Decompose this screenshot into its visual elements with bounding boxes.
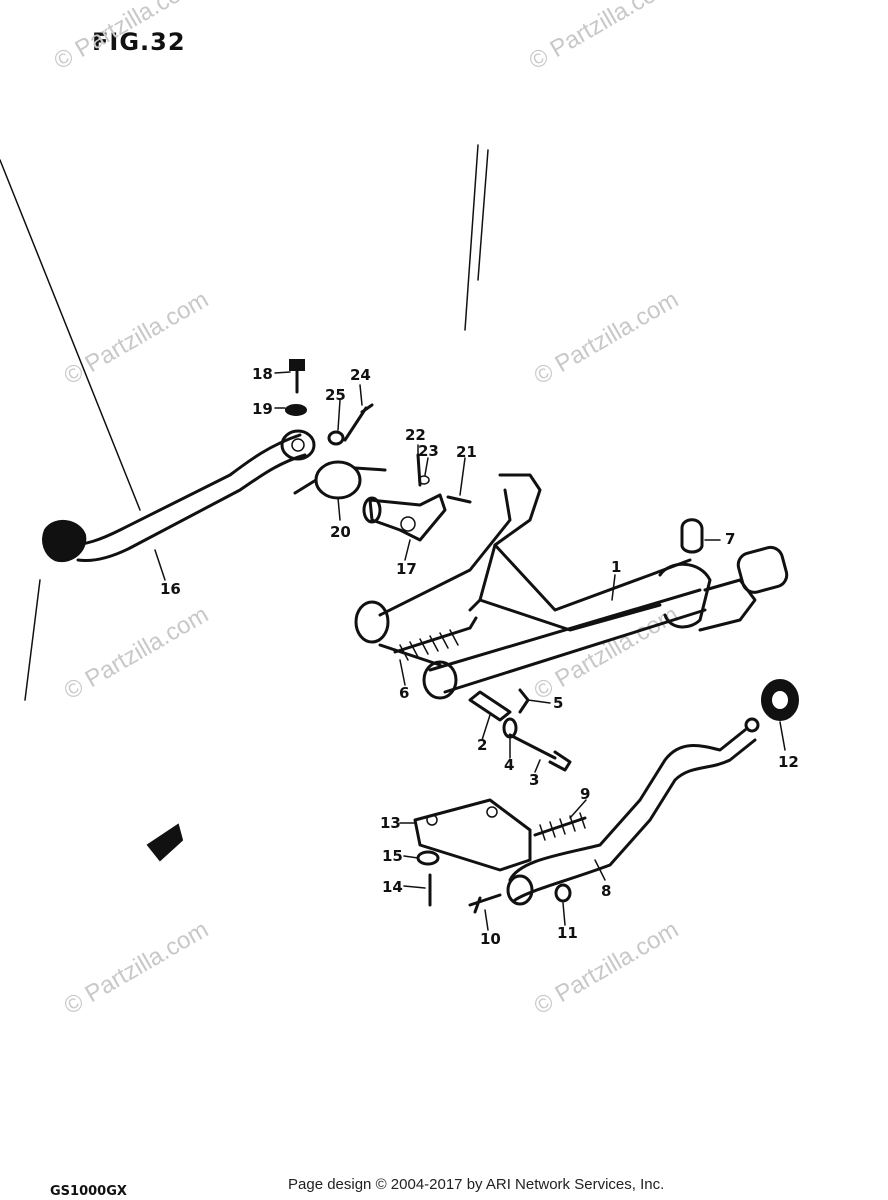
leader-lines — [154, 371, 786, 931]
bolt-3 — [508, 733, 572, 772]
watermark-group: © Partzilla.com © Partzilla.com © Partzi… — [50, 0, 684, 1020]
model-code: GS1000GX — [50, 1184, 127, 1199]
washer-15 — [416, 850, 440, 866]
callout-15: 15 — [382, 847, 403, 865]
callout-22: 22 — [405, 426, 426, 444]
side-stand-8 — [506, 717, 760, 906]
pin-21 — [446, 495, 472, 504]
nut-11 — [554, 883, 572, 903]
callout-17: 17 — [396, 560, 417, 578]
callout-24: 24 — [350, 366, 371, 384]
callout-6: 6 — [399, 684, 409, 702]
figure-title: FIG.32 — [92, 28, 186, 56]
watermark: © Partzilla.com — [530, 286, 684, 390]
scan-artifacts — [0, 144, 489, 701]
stand-spring-6 — [393, 616, 478, 661]
watermark: © Partzilla.com — [60, 601, 214, 705]
rubber-stop-7 — [680, 518, 704, 554]
callout-3: 3 — [529, 771, 539, 789]
copyright-notice: Page design © 2004-2017 by ARI Network S… — [288, 1176, 665, 1193]
forward-arrow-icon — [146, 823, 184, 862]
callout-16: 16 — [160, 580, 181, 598]
bolt-24 — [343, 403, 374, 442]
side-stand-spring-9 — [533, 812, 587, 841]
watermark: © Partzilla.com — [50, 0, 204, 75]
pedal-shaft-17 — [362, 493, 447, 542]
callout-11: 11 — [557, 924, 578, 942]
callout-10: 10 — [480, 930, 501, 948]
callout-19: 19 — [252, 400, 273, 418]
watermark: © Partzilla.com — [530, 916, 684, 1020]
plate-hole — [426, 814, 438, 826]
collar-2 — [468, 690, 512, 722]
callout-2: 2 — [477, 736, 487, 754]
watermark: © Partzilla.com — [525, 0, 679, 75]
callout-12: 12 — [778, 753, 799, 771]
callout-23: 23 — [418, 442, 439, 460]
callout-9: 9 — [580, 785, 590, 803]
callout-8: 8 — [601, 882, 611, 900]
washer-23 — [418, 475, 430, 485]
callout-7: 7 — [725, 530, 735, 548]
callout-21: 21 — [456, 443, 477, 461]
callout-4: 4 — [504, 756, 514, 774]
callout-1: 1 — [611, 558, 621, 576]
nut-25 — [327, 430, 345, 446]
callout-20: 20 — [330, 523, 351, 541]
bolt-18 — [289, 359, 305, 394]
brake-pedal-arm — [42, 429, 316, 563]
center-stand-frame-1 — [354, 473, 789, 700]
callout-labels: 18 19 24 25 22 23 21 20 17 16 1 7 6 5 2 … — [160, 365, 799, 948]
bracket-plate-13 — [413, 798, 532, 872]
watermark: © Partzilla.com — [60, 286, 214, 390]
watermark: © Partzilla.com — [60, 916, 214, 1020]
callout-5: 5 — [553, 694, 563, 712]
callout-14: 14 — [382, 878, 403, 896]
callout-13: 13 — [380, 814, 401, 832]
plate-hole — [486, 806, 498, 818]
return-spring-20 — [293, 460, 387, 500]
cotter-pin-5 — [518, 688, 530, 714]
callout-25: 25 — [325, 386, 346, 404]
bolt-10 — [468, 893, 502, 914]
washer-19 — [285, 404, 307, 416]
callout-18: 18 — [252, 365, 273, 383]
